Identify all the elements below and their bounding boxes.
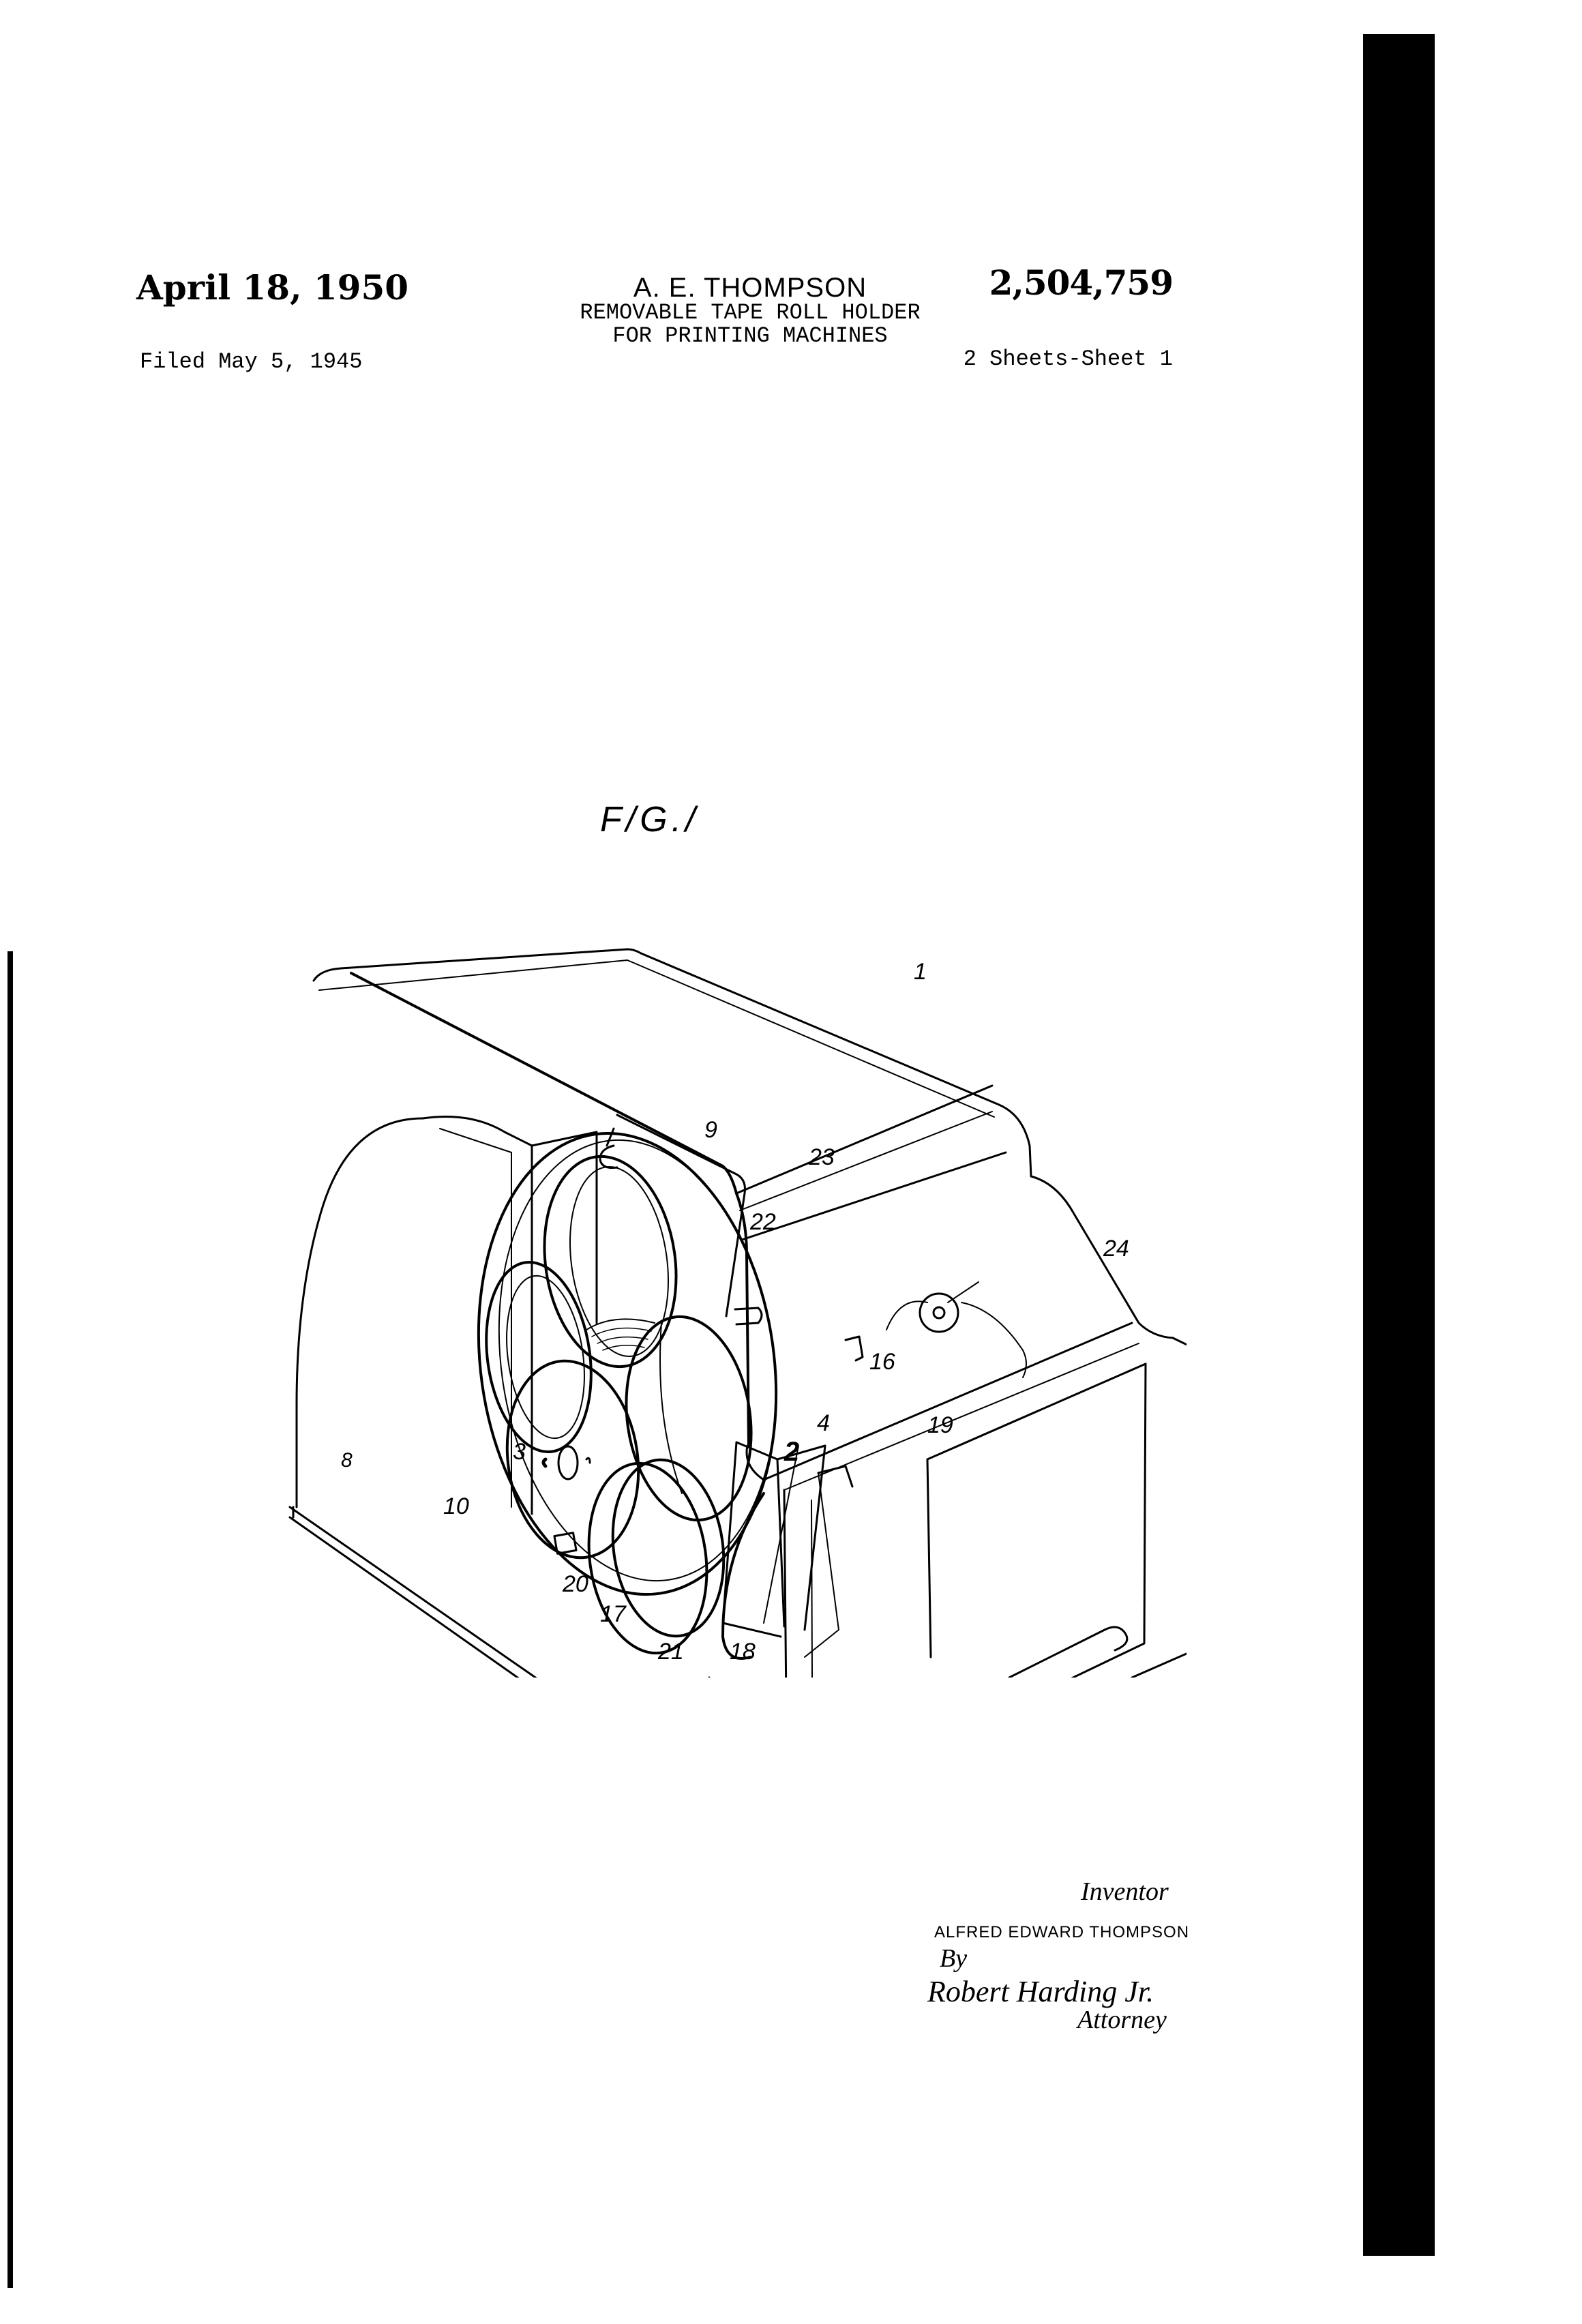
ref-numeral-23: 23 [809,1144,835,1170]
ref-numeral-21: 21 [658,1639,684,1665]
attorney-caption: Attorney [1077,2006,1167,2034]
patent-title-line-1: REMOVABLE TAPE ROLL HOLDER [580,300,921,325]
filed-date: Filed May 5, 1945 [140,349,363,374]
issue-date: April 18, 1950 [136,267,409,308]
scan-edge-bar-right [1363,34,1435,2256]
patent-drawing-fig-1: 1 2 3 4 8 9 10 16 17 18 19 20 21 22 23 2… [245,941,1282,1866]
ref-numeral-10: 10 [443,1493,469,1519]
ref-numeral-19: 19 [927,1412,953,1438]
attorney-signature: Robert Harding Jr. [927,1975,1154,2008]
sheet-info: 2 Sheets-Sheet 1 [963,346,1173,372]
ref-numeral-9: 9 [704,1117,717,1143]
patent-title-line-2: FOR PRINTING MACHINES [612,323,888,348]
ref-numeral-16: 16 [869,1349,895,1375]
ref-numeral-24: 24 [1103,1236,1129,1262]
ref-numeral-3: 3 [513,1439,526,1465]
ref-numeral-18: 18 [730,1639,756,1665]
ref-numeral-1: 1 [914,959,927,985]
inventor-signature: ALFRED EDWARD THOMPSON [934,1923,1190,1941]
patent-number: 2,504,759 [989,263,1174,303]
inventor-caption: Inventor [1081,1877,1169,1906]
figure-label: F/G./ [600,800,700,839]
inventor-name: A. E. THOMPSON [633,273,867,303]
ref-numeral-2: 2 [784,1437,800,1467]
ref-numeral-4: 4 [817,1410,830,1436]
by-label: By [940,1944,968,1973]
scan-edge-line-left [8,951,13,2288]
ref-numeral-8: 8 [341,1449,353,1472]
tape-roll-holder-illustration [288,948,1282,1866]
ref-numeral-20: 20 [563,1571,588,1597]
ref-numeral-17: 17 [600,1601,626,1627]
ref-numeral-22: 22 [750,1209,776,1235]
